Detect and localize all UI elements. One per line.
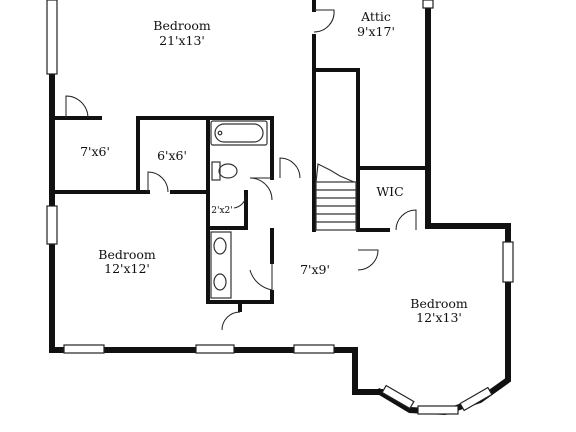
room-dims-bedroom-top: 21'x13'	[159, 33, 205, 48]
door-closet-b	[147, 171, 169, 193]
door-closet-a	[65, 95, 89, 119]
room-dims-hall: 7'x9'	[300, 262, 330, 277]
room-dims-linen: 2'x2'	[211, 206, 232, 216]
windows	[46, 0, 514, 415]
room-dims-closet-a: 7'x6'	[80, 144, 110, 159]
room-labels: Bedroom 21'x13' Attic 9'x17' 7'x6' 6'x6'…	[80, 9, 468, 325]
sink-2	[213, 273, 227, 291]
room-dims-bedroom-right: 12'x13'	[416, 310, 462, 325]
door-stair	[279, 157, 301, 179]
room-dims-attic: 9'x17'	[357, 24, 395, 39]
door-hall-closet	[249, 262, 273, 291]
door-attic	[313, 9, 335, 33]
room-name-bedroom-top: Bedroom	[153, 18, 211, 33]
toilet-tank	[211, 161, 221, 181]
doors	[65, 9, 417, 331]
room-name-bedroom-right: Bedroom	[410, 296, 468, 311]
vanity	[210, 231, 232, 299]
window-top-left	[46, 0, 58, 75]
window-bay-2	[417, 405, 459, 415]
door-bottom	[221, 311, 241, 331]
bathroom-fixtures	[210, 120, 268, 299]
toilet-bowl	[218, 163, 238, 179]
room-dims-bedroom-left: 12'x12'	[104, 261, 150, 276]
window-attic	[422, 0, 434, 9]
room-name-attic: Attic	[360, 9, 391, 24]
window-bottom-3	[293, 344, 335, 354]
window-bay-1	[381, 384, 415, 410]
room-name-bedroom-left: Bedroom	[98, 247, 156, 262]
window-left-bedroom	[46, 205, 58, 245]
window-bottom-1	[63, 344, 105, 354]
door-linen	[233, 195, 247, 209]
staircase	[315, 163, 357, 231]
door-bath	[249, 177, 273, 201]
sink-1	[213, 237, 227, 255]
room-dims-closet-b: 6'x6'	[157, 148, 187, 163]
door-right-bedroom	[357, 249, 379, 271]
window-bay-3	[459, 386, 493, 412]
bathtub	[210, 120, 268, 146]
exterior-walls	[49, 0, 511, 416]
door-wic	[395, 209, 417, 231]
window-bottom-2	[195, 344, 235, 354]
window-right-bedroom	[502, 241, 514, 283]
room-name-wic: WIC	[376, 184, 403, 199]
